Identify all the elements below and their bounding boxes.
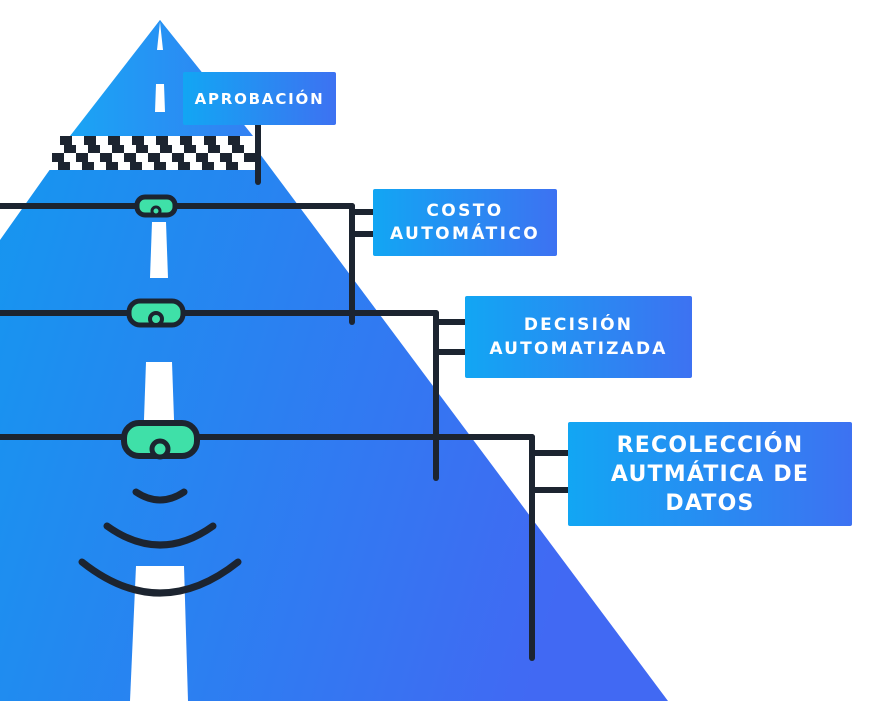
checkered-finish-line-icon xyxy=(46,136,258,170)
camera-icon xyxy=(134,194,178,218)
label-costo-automatico: COSTO AUTOMÁTICO xyxy=(373,189,557,256)
label-aprobacion-text: APROBACIÓN xyxy=(194,89,325,108)
camera-icon xyxy=(121,420,200,460)
label-recoleccion-line-2: AUTMÁTICA DE xyxy=(610,461,810,487)
label-recoleccion-line-3: DATOS xyxy=(665,490,755,516)
label-costo-line-1: COSTO xyxy=(426,200,504,221)
label-decision-line-1: DECISIÓN xyxy=(523,315,634,335)
camera-icon xyxy=(126,298,186,328)
label-recoleccion-line-1: RECOLECCIÓN xyxy=(616,432,804,458)
signal-waves-icon xyxy=(78,488,242,597)
road-surface xyxy=(0,20,668,701)
label-aprobacion: APROBACIÓN xyxy=(183,72,336,125)
label-decision-automatizada: DECISIÓN AUTOMATIZADA xyxy=(465,296,692,378)
label-recoleccion-datos: RECOLECCIÓN AUTMÁTICA DE DATOS xyxy=(568,422,852,526)
label-decision-line-2: AUTOMATIZADA xyxy=(489,339,668,359)
label-costo-line-2: AUTOMÁTICO xyxy=(389,223,541,244)
connector-lines xyxy=(0,203,571,661)
